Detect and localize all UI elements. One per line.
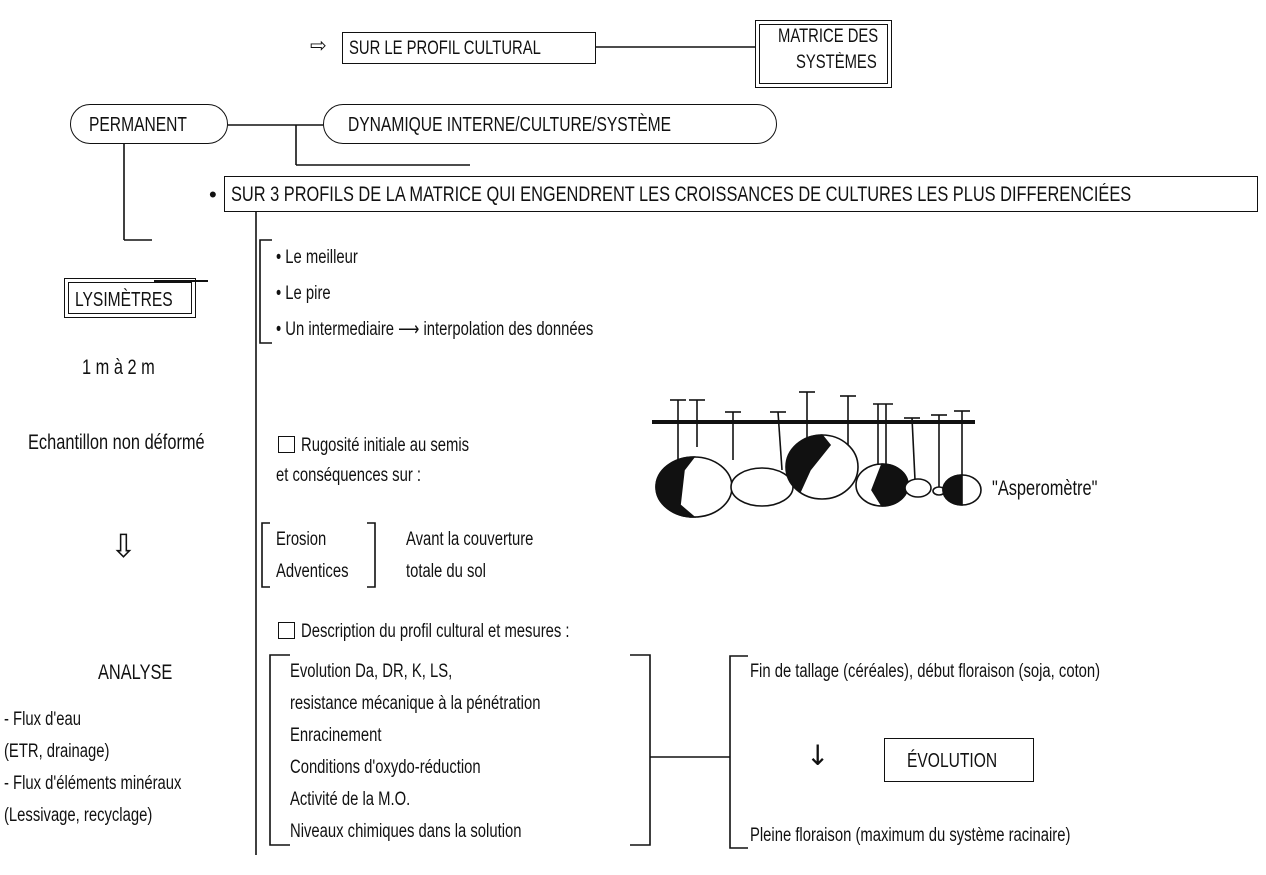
lysimetres-box: LYSIMÈTRES <box>64 278 196 318</box>
evolution-label: ÉVOLUTION <box>907 750 998 772</box>
couverture-label-1: Avant la couverture <box>406 529 534 550</box>
description-title: Description du profil cultural et mesure… <box>301 621 570 642</box>
bracket-description-left <box>269 654 290 846</box>
down-arrow-icon: ⇩ <box>110 527 137 565</box>
bracket-erosion-left <box>261 522 270 588</box>
bracket-description-right <box>630 654 651 846</box>
erosion-label: Erosion <box>276 529 327 550</box>
evolution-arrow-icon: ↓ <box>806 739 830 772</box>
trois-profils-box: SUR 3 PROFILS DE LA MATRICE QUI ENGENDRE… <box>224 176 1258 212</box>
depth-label: 1 m à 2 m <box>82 356 155 379</box>
matrice-label-2: SYSTÈMES <box>796 52 877 73</box>
bracket-profils <box>259 239 272 344</box>
description-item-2: resistance mécanique à la pénétration <box>290 693 541 714</box>
permanent-label: PERMANENT <box>89 114 187 136</box>
checkbox-icon <box>278 622 295 639</box>
description-item-5: Activité de la M.O. <box>290 789 411 810</box>
description-row: Description du profil cultural et mesure… <box>278 622 645 641</box>
bracket-evolution <box>729 655 748 849</box>
couverture-label-2: totale du sol <box>406 561 486 582</box>
echantillon-label: Echantillon non déformé <box>28 431 205 454</box>
profil-cultural-box: SUR LE PROFIL CULTURAL <box>342 32 596 64</box>
profil-item-2: • Le pire <box>276 283 331 304</box>
description-item-4: Conditions d'oxydo-réduction <box>290 757 481 778</box>
matrice-label-1: MATRICE DES <box>778 26 879 47</box>
description-item-1: Evolution Da, DR, K, LS, <box>290 661 453 682</box>
flux-mineraux-label: - Flux d'éléments minéraux <box>4 773 182 794</box>
analyse-label: ANALYSE <box>98 661 173 684</box>
profil-cultural-label: SUR LE PROFIL CULTURAL <box>349 38 541 59</box>
evolution-end: Pleine floraison (maximum du système rac… <box>750 825 1071 846</box>
dynamique-box: DYNAMIQUE INTERNE/CULTURE/SYSTÈME <box>323 104 777 144</box>
consequences-label: et conséquences sur : <box>276 465 421 486</box>
evolution-box: ÉVOLUTION <box>884 738 1034 782</box>
flux-mineraux-detail: (Lessivage, recyclage) <box>4 805 153 826</box>
evolution-start: Fin de tallage (céréales), début florais… <box>750 661 1101 682</box>
profil-item-1: • Le meilleur <box>276 247 358 268</box>
rugosite-row: Rugosité initiale au semis <box>278 436 516 455</box>
right-arrow-icon: ⇨ <box>310 35 327 57</box>
matrice-box: MATRICE DES SYSTÈMES <box>755 20 892 88</box>
spacer <box>151 277 211 282</box>
bullet-dot: • <box>209 182 217 207</box>
asperometre-label: "Asperomètre" <box>992 477 1098 500</box>
checkbox-icon <box>278 436 295 453</box>
bracket-erosion-right <box>367 522 376 588</box>
description-item-6: Niveaux chimiques dans la solution <box>290 821 522 842</box>
flux-eau-detail: (ETR, drainage) <box>4 741 110 762</box>
asperometre-balls <box>655 434 982 518</box>
lysimetres-label: LYSIMÈTRES <box>75 289 173 311</box>
dynamique-label: DYNAMIQUE INTERNE/CULTURE/SYSTÈME <box>348 114 672 136</box>
trois-profils-label: SUR 3 PROFILS DE LA MATRICE QUI ENGENDRE… <box>231 183 1132 206</box>
adventices-label: Adventices <box>276 561 349 582</box>
flux-eau-label: - Flux d'eau <box>4 709 81 730</box>
rugosite-label: Rugosité initiale au semis <box>301 435 470 456</box>
description-item-3: Enracinement <box>290 725 382 746</box>
permanent-box: PERMANENT <box>70 104 228 144</box>
profil-item-3: • Un intermediaire ⟶ interpolation des d… <box>276 319 594 340</box>
